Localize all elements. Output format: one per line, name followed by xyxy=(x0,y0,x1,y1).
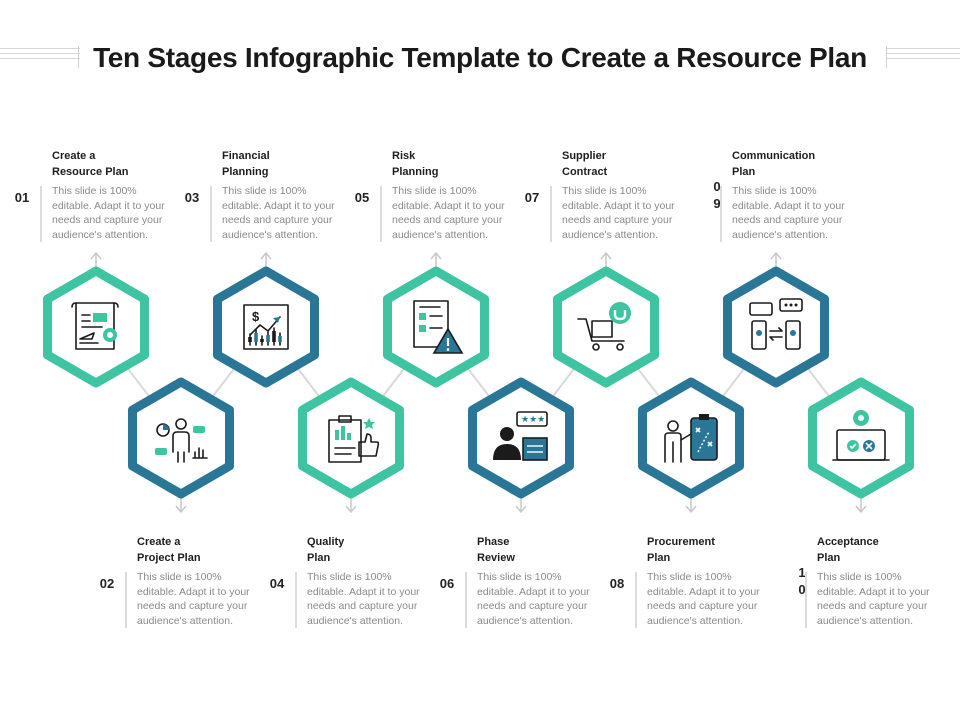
arrow-down-icon xyxy=(345,496,357,514)
stage-title: Supplier Contract xyxy=(562,150,608,178)
arrow-down-icon xyxy=(175,496,187,514)
stage-divider xyxy=(210,186,212,242)
stage-title: Phase Review xyxy=(477,536,515,564)
communication-phones-icon xyxy=(749,298,803,350)
title-left-rule xyxy=(0,46,80,68)
stage-hexagon-04 xyxy=(298,377,404,499)
title-right-rule xyxy=(886,46,960,68)
stage-title: Communication Plan xyxy=(732,150,816,178)
stage-number: 10 xyxy=(798,565,806,597)
project-plan-presenter-icon xyxy=(155,418,208,463)
stage-divider xyxy=(125,572,127,628)
stage-title: Procurement Plan xyxy=(647,536,715,564)
arrow-up-icon xyxy=(600,251,612,269)
stage-description: This slide is 100% editable. Adapt it to… xyxy=(392,185,505,241)
risk-checklist-warning-icon xyxy=(413,300,464,354)
arrow-down-icon xyxy=(855,496,867,514)
stage-divider xyxy=(550,186,552,242)
stage-description: This slide is 100% editable. Adapt it to… xyxy=(222,185,335,241)
arrow-up-icon xyxy=(770,251,782,269)
stage-description: This slide is 100% editable. Adapt it to… xyxy=(137,571,250,627)
stage-divider xyxy=(635,572,637,628)
supplier-cart-icon xyxy=(577,302,631,351)
svg-text:$: $ xyxy=(252,309,260,324)
stage-divider xyxy=(380,186,382,242)
stage-title: Create a Resource Plan xyxy=(52,150,129,178)
stage-divider xyxy=(295,572,297,628)
stage-divider xyxy=(465,572,467,628)
arrow-up-icon xyxy=(430,251,442,269)
financial-chart-icon: $ xyxy=(243,304,289,350)
stage-hexagon-08 xyxy=(638,377,744,499)
stage-title: Acceptance Plan xyxy=(817,536,879,564)
arrow-down-icon xyxy=(685,496,697,514)
stage-number: 02 xyxy=(99,576,115,591)
stage-hexagon-07 xyxy=(553,266,659,388)
quality-clipboard-thumbs-up-icon xyxy=(328,415,380,463)
stage-number: 01 xyxy=(14,190,30,205)
stage-title: Financial Planning xyxy=(222,150,270,178)
hexagons: $ ★★★ xyxy=(43,266,914,499)
stage-title: Quality Plan xyxy=(307,536,345,564)
stage-description: This slide is 100% editable. Adapt it to… xyxy=(732,185,845,241)
stage-hexagon-09 xyxy=(723,266,829,388)
stage-number: 07 xyxy=(524,190,540,205)
stage-divider xyxy=(805,572,807,628)
stage-description: This slide is 100% editable. Adapt it to… xyxy=(817,571,930,627)
stage-number: 03 xyxy=(184,190,200,205)
stage-number: 05 xyxy=(354,190,370,205)
stage-description: This slide is 100% editable. Adapt it to… xyxy=(52,185,165,241)
stage-description: This slide is 100% editable. Adapt it to… xyxy=(477,571,590,627)
stage-description: This slide is 100% editable. Adapt it to… xyxy=(562,185,675,241)
stage-description: This slide is 100% editable. Adapt it to… xyxy=(307,571,420,627)
page-title: Ten Stages Infographic Template to Creat… xyxy=(93,42,867,73)
svg-text:★★★: ★★★ xyxy=(521,414,545,424)
stage-number: 06 xyxy=(439,576,455,591)
stage-hexagon-10 xyxy=(808,377,914,499)
stage-arrows xyxy=(90,251,867,514)
arrow-up-icon xyxy=(260,251,272,269)
stage-title: Create a Project Plan xyxy=(137,536,201,564)
stage-description: This slide is 100% editable. Adapt it to… xyxy=(647,571,760,627)
stage-hexagon-02 xyxy=(128,377,234,499)
acceptance-laptop-icon xyxy=(832,410,890,461)
stage-divider xyxy=(40,186,42,242)
arrow-down-icon xyxy=(515,496,527,514)
procurement-strategy-board-icon xyxy=(664,414,718,463)
stage-number: 09 xyxy=(713,179,721,211)
resource-plan-document-icon xyxy=(71,302,119,350)
stage-hexagon-03: $ xyxy=(213,266,319,388)
stage-hexagon-01 xyxy=(43,266,149,388)
stage-number: 04 xyxy=(269,576,285,591)
stage-number: 08 xyxy=(609,576,625,591)
stage-hexagon-06: ★★★ xyxy=(468,377,574,499)
phase-review-rating-icon: ★★★ xyxy=(493,411,548,461)
arrow-up-icon xyxy=(90,251,102,269)
stage-hexagon-05 xyxy=(383,266,489,388)
stage-title: Risk Planning xyxy=(392,150,439,178)
stage-divider xyxy=(720,186,722,242)
